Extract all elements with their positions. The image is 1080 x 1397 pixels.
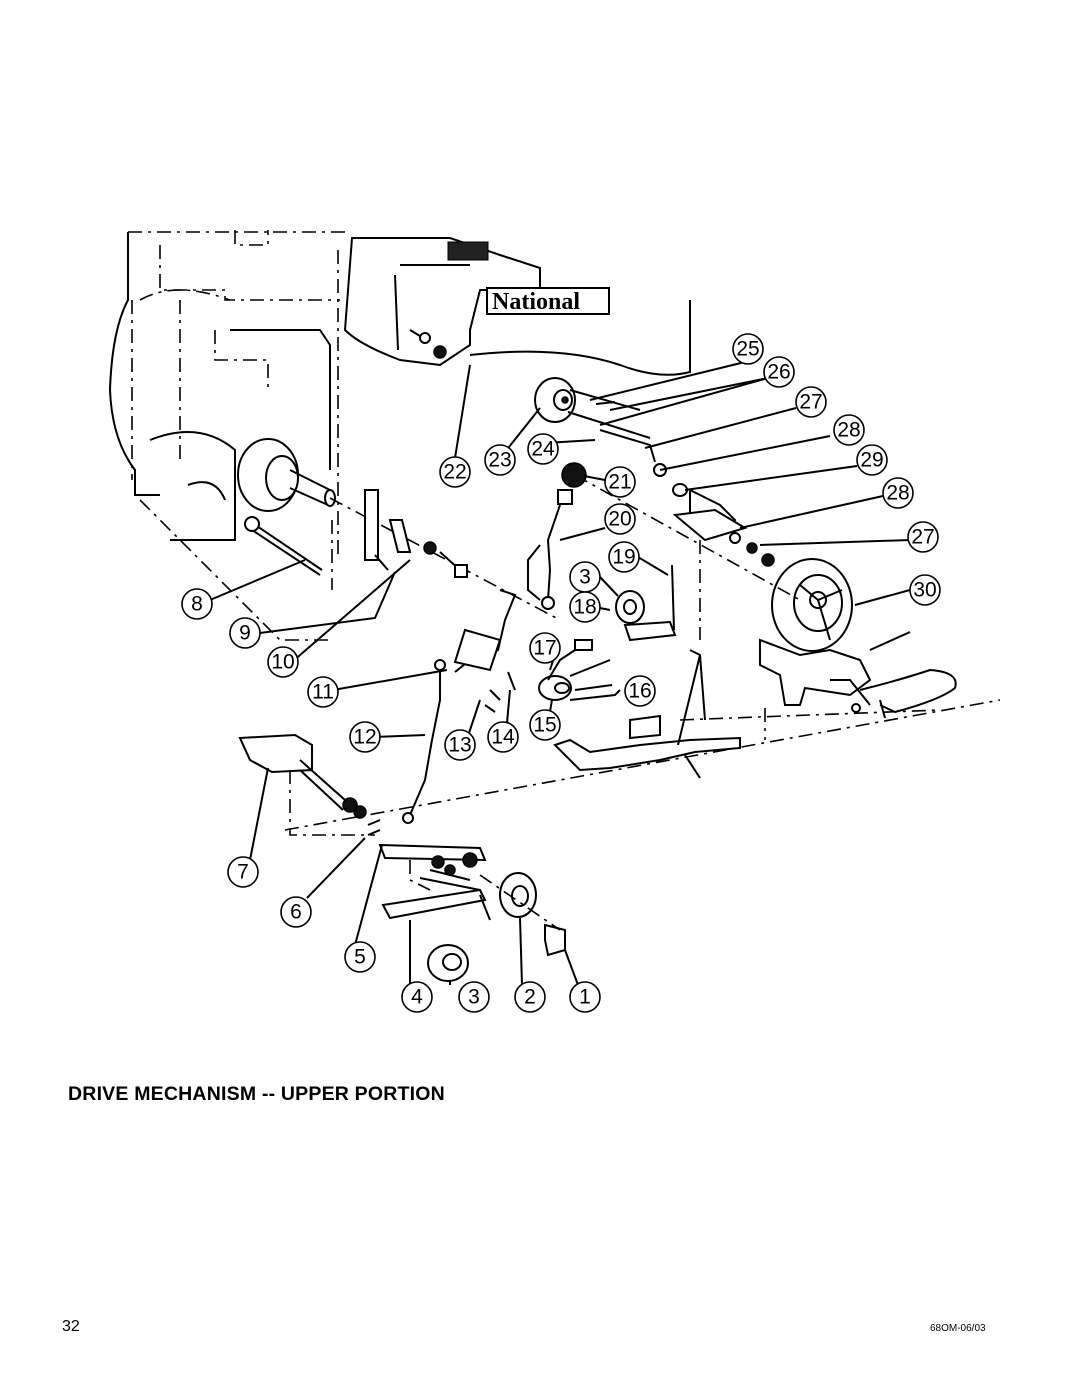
callout-3b: 3 <box>569 561 601 593</box>
svg-text:10: 10 <box>271 651 294 674</box>
svg-text:14: 14 <box>491 726 515 749</box>
callout-12: 12 <box>349 721 381 753</box>
callout-21: 21 <box>604 466 636 498</box>
svg-text:26: 26 <box>767 361 790 384</box>
callout-6: 6 <box>280 896 312 928</box>
callout-26: 26 <box>763 356 795 388</box>
page-title: DRIVE MECHANISM -- UPPER PORTION <box>68 1083 445 1105</box>
callout-24: 24 <box>527 433 559 465</box>
callout-4: 4 <box>401 981 433 1013</box>
chassis-frame <box>139 499 1001 831</box>
callout-3a: 3 <box>458 981 490 1013</box>
svg-text:4: 4 <box>411 986 423 1009</box>
callout-27b: 27 <box>907 521 939 553</box>
leader-lines <box>209 361 911 986</box>
brand-label-plate <box>486 287 610 315</box>
callout-16: 16 <box>624 675 656 707</box>
svg-text:17: 17 <box>533 637 556 660</box>
svg-text:22: 22 <box>443 461 466 484</box>
svg-text:8: 8 <box>191 593 203 616</box>
callout-5: 5 <box>344 941 376 973</box>
callout-15: 15 <box>529 709 561 741</box>
svg-text:21: 21 <box>608 471 631 494</box>
callout-8: 8 <box>181 588 213 620</box>
svg-text:1: 1 <box>579 986 591 1009</box>
callout-2: 2 <box>514 981 546 1013</box>
svg-text:2: 2 <box>524 986 536 1009</box>
svg-text:29: 29 <box>860 449 883 472</box>
svg-text:11: 11 <box>312 681 334 704</box>
callout-13: 13 <box>444 729 476 761</box>
callout-28b: 28 <box>882 477 914 509</box>
svg-text:5: 5 <box>354 946 366 969</box>
callout-30: 30 <box>909 574 941 606</box>
callout-19: 19 <box>608 541 640 573</box>
svg-text:18: 18 <box>573 596 596 619</box>
callout-17: 17 <box>529 632 561 664</box>
page-number: 32 <box>62 1318 80 1335</box>
callout-29: 29 <box>856 444 888 476</box>
callout-7: 7 <box>227 856 259 888</box>
svg-text:28: 28 <box>886 482 909 505</box>
svg-text:9: 9 <box>239 622 251 645</box>
svg-text:6: 6 <box>290 901 302 924</box>
svg-text:27: 27 <box>911 526 934 549</box>
belt-guard-housing: National <box>343 237 691 376</box>
svg-text:3: 3 <box>468 986 480 1009</box>
mid-linkage-assembly <box>244 462 677 824</box>
svg-text:27: 27 <box>799 391 822 414</box>
svg-text:30: 30 <box>913 579 936 602</box>
svg-text:25: 25 <box>736 338 759 361</box>
upper-pulley-assembly <box>534 377 853 652</box>
svg-text:24: 24 <box>531 438 555 461</box>
callout-11: 11 <box>307 676 339 708</box>
svg-text:16: 16 <box>628 680 651 703</box>
callout-18: 18 <box>569 591 601 623</box>
svg-text:23: 23 <box>488 449 511 472</box>
callout-10: 10 <box>267 646 299 678</box>
svg-text:13: 13 <box>448 734 471 757</box>
callout-9: 9 <box>229 617 261 649</box>
svg-text:19: 19 <box>612 546 635 569</box>
callout-28a: 28 <box>833 414 865 446</box>
callout-20: 20 <box>604 503 636 535</box>
document-code: 68OM-06/03 <box>930 1323 986 1334</box>
engine-outline <box>108 230 561 621</box>
svg-text:3: 3 <box>579 566 591 589</box>
svg-text:7: 7 <box>237 861 249 884</box>
callout-25: 25 <box>732 333 764 365</box>
callout-23: 23 <box>484 444 516 476</box>
callout-1: 1 <box>569 981 601 1013</box>
callout-27a: 27 <box>795 386 827 418</box>
svg-text:12: 12 <box>353 726 376 749</box>
callout-bubbles: 1 2 3 3 4 5 6 7 8 9 10 11 12 13 14 15 16… <box>181 333 941 1013</box>
callout-14: 14 <box>487 721 519 753</box>
svg-text:20: 20 <box>608 508 631 531</box>
brand-label: National <box>492 289 580 315</box>
lower-linkage-assembly <box>238 733 566 982</box>
callout-22: 22 <box>439 456 471 488</box>
svg-text:28: 28 <box>837 419 860 442</box>
svg-text:15: 15 <box>533 714 556 737</box>
